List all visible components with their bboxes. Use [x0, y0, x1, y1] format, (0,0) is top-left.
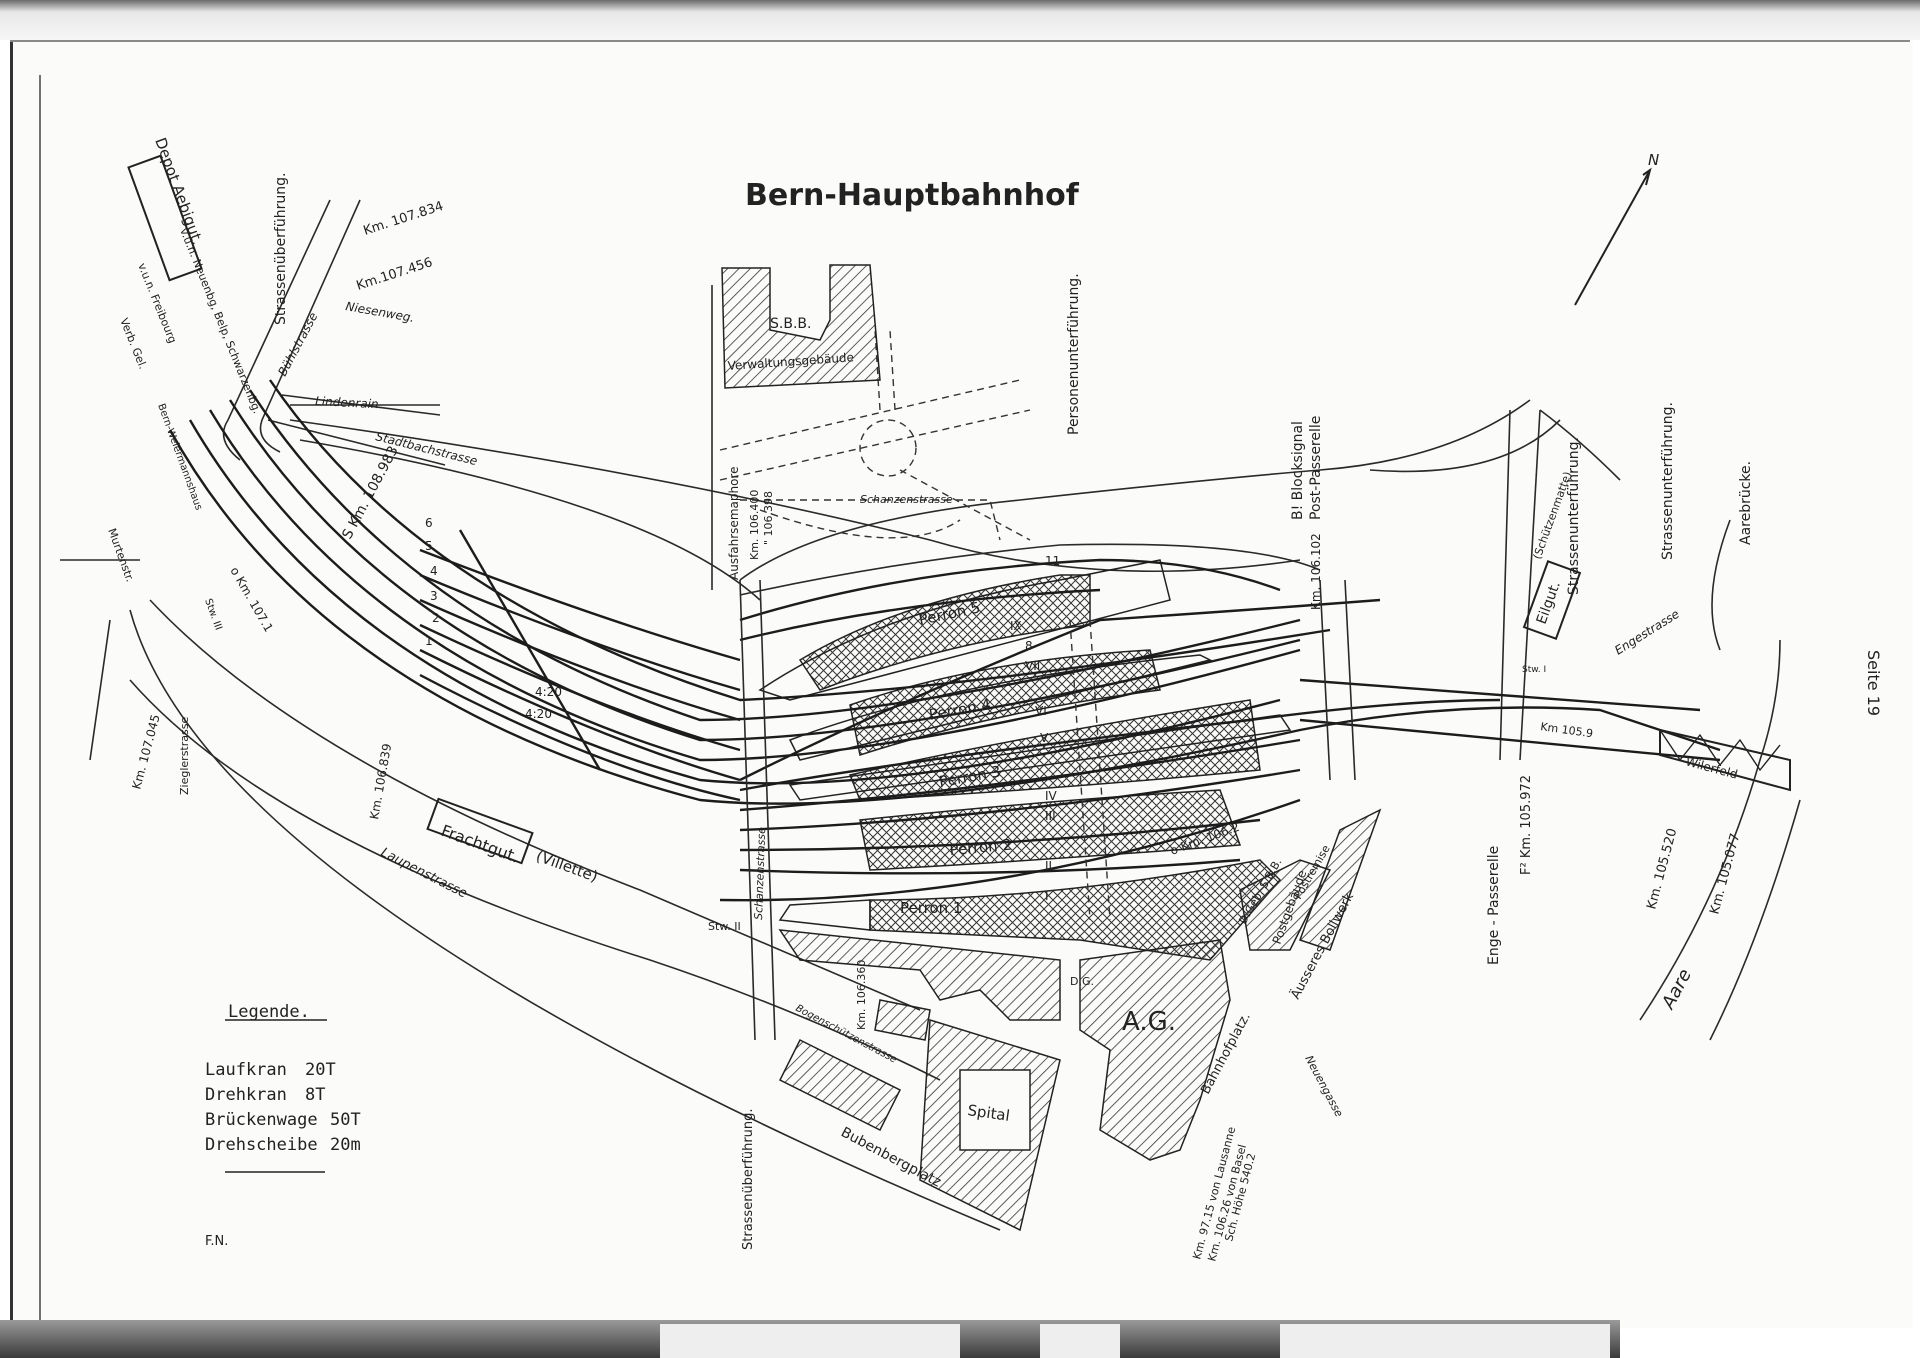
track-label: 4 — [430, 564, 438, 578]
legend-value: 50T — [330, 1110, 361, 1130]
niesenweg-label: Niesenweg. — [344, 299, 415, 325]
km-106-360: Km. 106.360 — [855, 960, 868, 1030]
km-105-520: Km. 105.520 — [1644, 827, 1680, 911]
km-106-400: Km. 106.400 — [748, 490, 761, 560]
zieglerstrasse-label: Zieglerstrasse — [178, 717, 191, 795]
dg-label: D.G. — [1070, 975, 1094, 988]
sbb-label: S.B.B. — [770, 316, 811, 332]
platform-2-label: Perron 2 — [949, 836, 1013, 859]
km-107-1: o Km. 107.1 — [227, 565, 275, 635]
platform-1-label: Perron 1 — [900, 899, 962, 917]
track-label: 3 — [430, 589, 438, 603]
track-label: IX — [1010, 619, 1022, 633]
post-passerelle-label: Post-Passerelle — [1308, 416, 1324, 520]
route-freiburg-label: v.u.n. Freibourg — [135, 261, 179, 345]
strassenueberfuehrung-1-label: Strassenüberführung. — [273, 173, 289, 325]
aare-label: Aare — [1657, 966, 1696, 1014]
aarebruecke-label: Aarebrücke. — [1738, 461, 1754, 545]
verb-gel-label: Verb. Gel. — [117, 316, 149, 371]
page-title: Bern-Hauptbahnhof — [745, 178, 1080, 213]
personenunterfuehrung-label: Personenunterführung. — [1066, 273, 1082, 435]
track-label: VI — [1035, 704, 1047, 718]
legend-label: Drehkran — [205, 1085, 287, 1105]
track-label: IV — [1045, 789, 1058, 803]
track-label: 11 — [1045, 554, 1060, 568]
lindenrain-label: Lindenrain — [315, 394, 379, 411]
track-label: II — [1045, 859, 1052, 873]
km-106-839: Km. 106.839 — [367, 742, 394, 820]
villette-label: (Villette) — [534, 847, 601, 886]
schanzenstrasse-vertical-label: Schanzenstrasse — [752, 827, 768, 920]
legend-label: Drehscheibe — [205, 1135, 318, 1155]
engestrasse-label: Engestrasse — [1612, 607, 1682, 658]
track-label: III — [1045, 809, 1056, 823]
stw1-label: Stw. I — [1522, 665, 1546, 675]
track-label: 1 — [425, 634, 433, 648]
km-107-045: Km. 107.045 — [129, 713, 162, 791]
km-106-398: " 106.398 — [762, 491, 775, 545]
author-initials: F.N. — [205, 1234, 228, 1249]
spital-label: Spital — [966, 1101, 1011, 1125]
legend-items: Laufkran 20T Drehkran 8T Brückenwage 50T… — [205, 1060, 361, 1155]
track-label: 8 — [1025, 639, 1033, 653]
track-label: VII — [1025, 659, 1040, 673]
scan-bottom-strip — [0, 1320, 1620, 1358]
north-arrow-icon — [1574, 167, 1652, 306]
strassenunterfuehrung-2-label: Strassenunterführung. — [1660, 402, 1676, 560]
murtenstr-label: Murtenstr. — [105, 527, 136, 584]
legend-value: 20m — [330, 1135, 361, 1155]
north-label: N — [1648, 151, 1659, 169]
km-105-077: Km. 105.077 — [1707, 832, 1743, 916]
km-107-834: Km. 107.834 — [362, 199, 446, 239]
legend-label: Brückenwage — [205, 1110, 318, 1130]
legend-value: 8T — [305, 1085, 325, 1105]
track-label: 6 — [425, 516, 433, 530]
frachtgut-label: Frachtgut. — [439, 821, 522, 867]
gradient-label: 4:20 — [525, 707, 552, 721]
km-105-972: F² Km. 105.972 — [1519, 775, 1534, 875]
legend-label: Laufkran — [205, 1060, 287, 1080]
track-label: 5 — [425, 539, 433, 553]
laupenstrasse-label: Laupenstrasse — [378, 845, 469, 901]
bern-weiermannshaus-label: Bern-Weiermannshaus — [155, 402, 204, 512]
km-105-9: Km 105.9 — [1540, 720, 1594, 740]
blocksignal-label: B! Blocksignal — [1290, 421, 1306, 520]
ausfahrsemaphore-label: Ausfahrsemaphore — [727, 467, 741, 580]
strassenueberfuehrung-2-label: Strassenüberführung. — [741, 1108, 756, 1250]
track-label: 2 — [432, 611, 440, 625]
legend-value: 20T — [305, 1060, 336, 1080]
fold-line — [10, 40, 1910, 42]
scan-top-edge — [0, 0, 1920, 40]
stw2-label: Stw. II — [708, 920, 741, 933]
track-label: V — [1040, 731, 1049, 745]
km-108-983: S Km. 108.983 — [339, 443, 401, 541]
strassenunterfuehrung-1-label: Strassenunterführung. — [1566, 437, 1582, 595]
neuengasse-label: Neuengasse — [1302, 1053, 1345, 1119]
enge-passerelle-label: Enge - Passerelle — [1486, 846, 1502, 965]
page-label: Seite 19 — [1864, 650, 1883, 716]
schanzenstrasse-label: Schanzenstrasse — [860, 493, 953, 506]
stw3-label: Stw. III — [202, 597, 224, 632]
km-107-456: Km.107.456 — [355, 255, 435, 294]
track-label: I — [1045, 889, 1049, 903]
legend-heading: Legende. — [228, 1002, 310, 1022]
km-106-102: Km. 106.102 — [1309, 533, 1323, 610]
ag-label: A.G. — [1122, 1007, 1176, 1037]
gradient-label: 4:20 — [535, 685, 562, 699]
route-neuenburg-label: v.u.n. Neuenbg, Belp, Schwarzenbg. — [177, 226, 264, 415]
